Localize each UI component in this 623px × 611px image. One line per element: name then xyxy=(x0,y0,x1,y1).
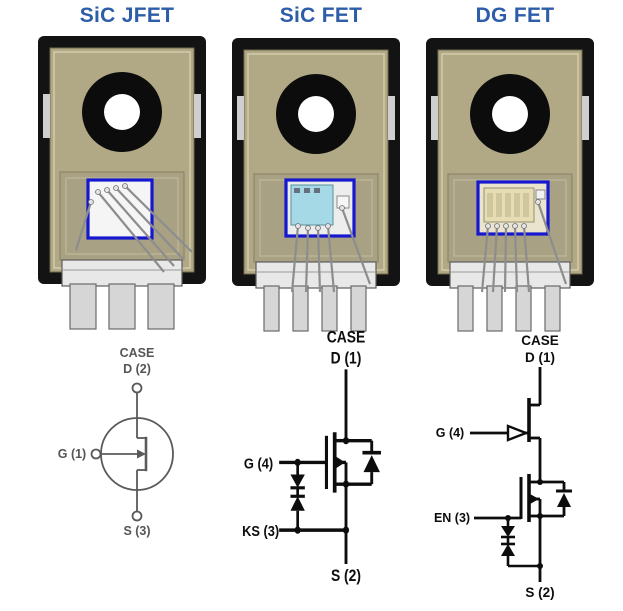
side-slot-right xyxy=(194,94,201,138)
leadframe-ledge xyxy=(255,261,377,289)
enable-label: EN (3) xyxy=(434,511,470,525)
body-arrow xyxy=(530,494,539,504)
dg-fet-schematic: CASE D (1) G (4) EN (3) S (2) xyxy=(434,333,572,600)
side-slot-left xyxy=(43,94,50,138)
column-title-sic-fet: SiC FET xyxy=(279,4,363,27)
case-label: CASE xyxy=(120,346,155,360)
zener-1-triangle xyxy=(501,526,515,537)
drain-label: D (2) xyxy=(123,362,151,376)
esd-zener-pair xyxy=(290,462,305,531)
column-title-dg-fet: DG FET xyxy=(475,4,555,27)
bond-wires xyxy=(290,207,372,293)
esd-zener-pair xyxy=(501,518,540,568)
package-cutaway-sic-fet xyxy=(232,38,400,332)
gate-label: G (4) xyxy=(244,454,273,471)
jfet-schematic: CASE D (2) G (1) S (3) xyxy=(58,346,174,538)
case-label: CASE xyxy=(521,333,559,348)
body-arrow xyxy=(335,456,345,469)
zener-1-triangle xyxy=(290,474,305,488)
small-die xyxy=(535,189,546,200)
side-slot-right xyxy=(388,96,395,140)
junction-dots xyxy=(294,437,350,534)
zener-2-triangle xyxy=(501,544,515,556)
leads xyxy=(263,285,367,332)
wire-ball-bonds xyxy=(295,205,345,231)
source-label: S (3) xyxy=(123,524,150,538)
bond-wires xyxy=(74,185,193,273)
gate-buffer-triangle xyxy=(506,424,530,442)
gate-terminal xyxy=(90,448,102,460)
body-diode-triangle xyxy=(363,455,380,473)
sic-fet-schematic: CASE D (1) G (4) KS (3) S (2) xyxy=(242,329,381,585)
leads xyxy=(457,285,561,332)
leadframe-ledge xyxy=(449,261,571,289)
gate-arrow xyxy=(137,449,146,459)
source-label: S (2) xyxy=(525,585,554,600)
case-label: CASE xyxy=(327,329,366,347)
drain-terminal xyxy=(131,382,143,394)
wire-ball-bonds xyxy=(88,183,128,205)
source-terminal xyxy=(131,510,143,522)
zener-2-triangle xyxy=(290,496,305,511)
side-slot-left xyxy=(237,96,244,140)
drain-label: D (1) xyxy=(331,349,362,367)
bond-wires xyxy=(480,201,568,293)
source-label: S (2) xyxy=(331,567,361,585)
junction-dots xyxy=(505,479,543,569)
body-diode-triangle xyxy=(557,493,571,507)
side-slot-right xyxy=(582,96,589,140)
mounting-hole xyxy=(470,74,550,154)
jfet-stage xyxy=(470,367,542,482)
package-cutaway-sic-jfet xyxy=(38,36,206,330)
leadframe-ledge xyxy=(61,259,183,287)
mounting-hole xyxy=(82,72,162,152)
gate-label: G (4) xyxy=(436,426,464,440)
drain-label: D (1) xyxy=(525,350,555,365)
side-slot-left xyxy=(431,96,438,140)
gate-label: G (1) xyxy=(58,447,86,461)
jfet-symbol xyxy=(90,382,174,522)
mounting-hole xyxy=(276,74,356,154)
body-diode xyxy=(540,480,572,518)
package-cutaway-dg-fet xyxy=(426,38,594,332)
body-diode xyxy=(346,438,381,486)
kelvin-source-label: KS (3) xyxy=(242,522,279,539)
die xyxy=(476,180,550,236)
leads xyxy=(69,283,175,330)
wire-ball-bonds xyxy=(485,199,541,229)
column-title-sic-jfet: SiC JFET xyxy=(79,4,175,27)
